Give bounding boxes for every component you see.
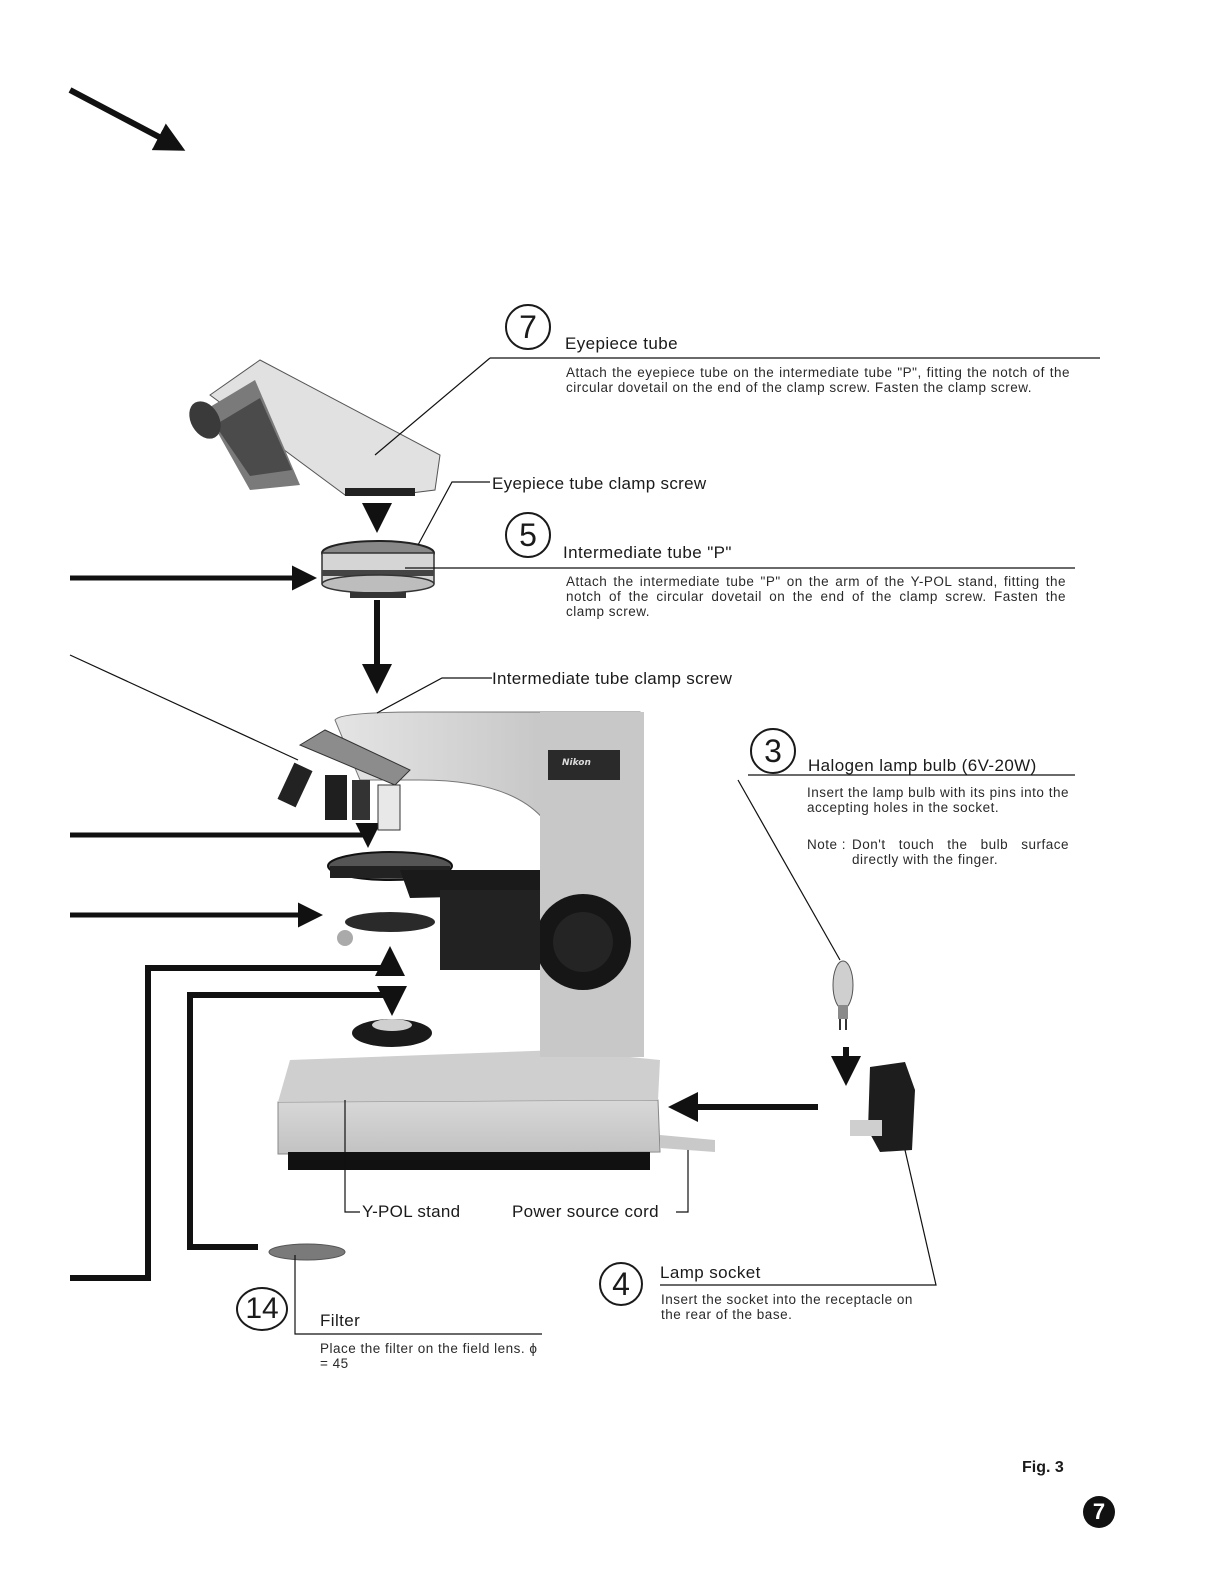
leader-lines [294, 357, 1100, 1335]
label-eyepiece-tube-clamp-screw: Eyepiece tube clamp screw [492, 474, 707, 493]
intermediate-tube-part [321, 540, 435, 598]
step-number-14: 14 [236, 1287, 288, 1331]
arrow-to-field-lens [187, 986, 407, 1250]
step-text-eyepiece-tube: Attach the eyepiece tube on the intermed… [566, 365, 1070, 395]
label-intermediate-tube-clamp-screw: Intermediate tube clamp screw [492, 669, 733, 688]
step-text-halogen-lamp-bulb: Insert the lamp bulb with its pins into … [807, 785, 1069, 815]
step-text-intermediate-tube: Attach the intermediate tube "P" on the … [566, 574, 1066, 619]
step-number-4: 4 [599, 1262, 643, 1306]
note-text: Don't touch the bulb surface directly wi… [852, 837, 1069, 867]
arrow-to-eyepiece [68, 87, 186, 151]
step-number-5: 5 [505, 512, 551, 558]
page-number-badge: 7 [1083, 1496, 1115, 1528]
label-ypol-stand: Y-POL stand [362, 1202, 461, 1221]
eyepiece-tube-part [189, 359, 441, 496]
step-title-halogen-lamp-bulb: Halogen lamp bulb (6V-20W) [808, 756, 1037, 775]
step-title-lamp-socket: Lamp socket [660, 1263, 761, 1282]
brand-logo: Nikon [562, 758, 591, 768]
arrow-to-condenser [70, 946, 405, 1281]
step-number-3: 3 [750, 728, 796, 774]
leader-to-nosepiece [69, 654, 299, 761]
step-note-halogen-lamp-bulb: Note : Don't touch the bulb surface dire… [807, 837, 1069, 867]
filter-part [268, 1243, 346, 1261]
step-text-filter: Place the filter on the field lens. ϕ = … [320, 1341, 538, 1371]
label-power-source-cord: Power source cord [512, 1202, 659, 1221]
lamp-socket-part [850, 1062, 915, 1152]
figure-label: Fig. 3 [1022, 1459, 1064, 1476]
halogen-bulb-part [832, 960, 854, 1030]
step-text-lamp-socket: Insert the socket into the receptacle on… [661, 1292, 913, 1322]
step-title-intermediate-tube: Intermediate tube "P" [563, 543, 732, 562]
note-label: Note : [807, 837, 847, 852]
step-title-eyepiece-tube: Eyepiece tube [565, 334, 678, 353]
ypol-stand-part: Nikon [277, 711, 715, 1170]
arrow-to-stage [70, 823, 381, 848]
step-title-filter: Filter [320, 1311, 361, 1330]
incoming-arrows [68, 87, 861, 1281]
step-number-7: 7 [505, 304, 551, 350]
